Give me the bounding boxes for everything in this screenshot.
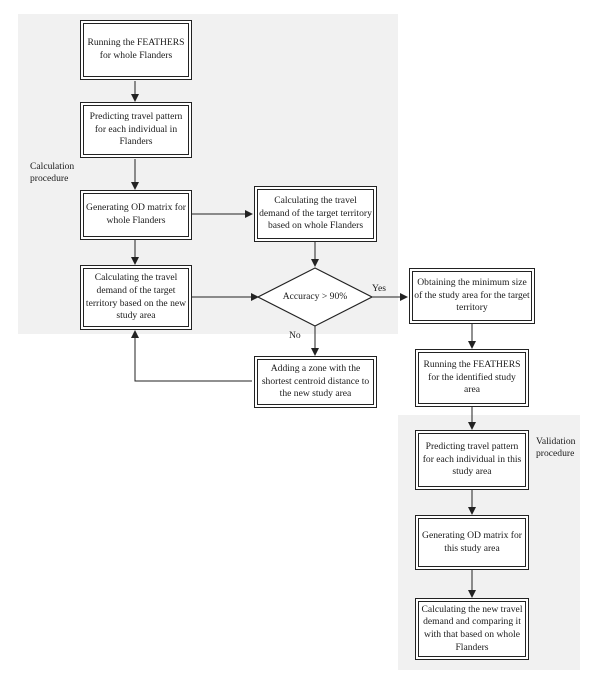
yes-label: Yes — [372, 283, 386, 294]
box-calc-whole: Calculating the travel demand of the tar… — [254, 186, 377, 242]
box-od-whole: Generating OD matrix for whole Flanders — [80, 190, 192, 240]
box-predict-flanders-text: Predicting travel pattern for each indiv… — [89, 111, 183, 148]
no-label: No — [289, 330, 301, 341]
box-calc-whole-text: Calculating the travel demand of the tar… — [259, 195, 372, 232]
box-calc-new-area: Calculating the travel demand of the tar… — [80, 265, 192, 330]
box-calc-compare: Calculating the new travel demand and co… — [415, 598, 529, 660]
box-calc-compare-text: Calculating the new travel demand and co… — [421, 603, 523, 653]
box-add-zone: Adding a zone with the shortest centroid… — [254, 356, 377, 408]
box-calc-new-area-text: Calculating the travel demand of the tar… — [85, 272, 187, 322]
box-predict-study-text: Predicting travel pattern for each indiv… — [422, 441, 522, 478]
box-od-study-text: Generating OD matrix for this study area — [422, 529, 522, 554]
decision-diamond — [256, 267, 374, 327]
box-predict-study: Predicting travel pattern for each indiv… — [415, 430, 529, 490]
box-run-feathers-whole: Running the FEATHERS for whole Flanders — [80, 20, 192, 80]
box-predict-flanders: Predicting travel pattern for each indiv… — [80, 102, 192, 158]
box-od-study: Generating OD matrix for this study area — [415, 515, 529, 570]
box-obtain-min-text: Obtaining the minimum size of the study … — [414, 277, 530, 314]
box-run-feathers-whole-text: Running the FEATHERS for whole Flanders — [87, 37, 185, 61]
validation-procedure-label: Validation procedure — [536, 436, 576, 460]
decision-text: Accuracy > 90% — [282, 291, 348, 302]
box-run-feathers-identified: Running the FEATHERS for the identified … — [415, 349, 529, 407]
arrow-loop-back — [131, 330, 252, 382]
box-od-whole-text: Generating OD matrix for whole Flanders — [86, 202, 186, 226]
calc-procedure-label: Calculation procedure — [30, 161, 75, 185]
box-obtain-min: Obtaining the minimum size of the study … — [409, 268, 535, 324]
box-add-zone-text: Adding a zone with the shortest centroid… — [261, 363, 370, 400]
box-run-feathers-identified-text: Running the FEATHERS for the identified … — [423, 359, 521, 396]
